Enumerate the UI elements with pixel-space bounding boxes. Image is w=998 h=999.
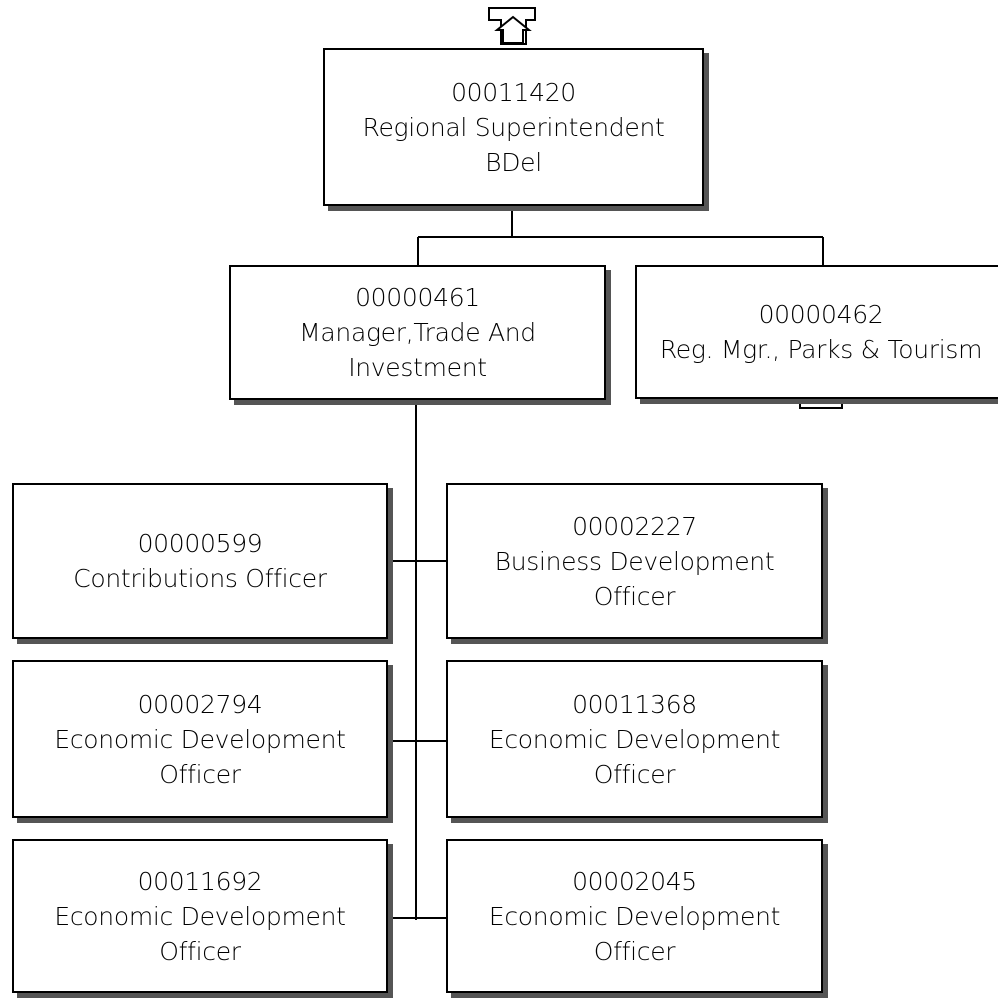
arrow-up-icon[interactable] (488, 7, 536, 45)
position-box-report-4[interactable]: 00011368 Economic Development Officer (446, 660, 823, 818)
position-extra: BDel (485, 147, 542, 177)
position-box-report-5[interactable]: 00011692 Economic Development Officer (12, 839, 388, 993)
position-title-line1: Economic Development (54, 724, 346, 754)
position-title-line2: Investment (348, 353, 487, 382)
position-title-line1: Business Development (494, 546, 775, 576)
position-box-manager-1[interactable]: 00000461 Manager,Trade And Investment (229, 265, 606, 400)
position-box-report-6[interactable]: 00002045 Economic Development Officer (446, 839, 823, 993)
position-box-report-1[interactable]: 00000599 Contributions Officer (12, 483, 388, 639)
position-id: 00002045 (572, 866, 697, 896)
position-title-line2: Officer (159, 759, 241, 789)
position-title-line1: Contributions Officer (73, 564, 327, 593)
position-title: Reg. Mgr., Parks & Tourism (659, 335, 983, 364)
position-box-report-2[interactable]: 00002227 Business Development Officer (446, 483, 823, 639)
position-id: 00002227 (572, 511, 697, 541)
position-id: 00011692 (137, 866, 263, 896)
position-id: 00000462 (758, 300, 884, 329)
position-id: 00011368 (572, 689, 697, 719)
position-title-line2: Officer (593, 581, 676, 611)
position-id: 00000461 (355, 283, 480, 312)
position-box-root[interactable]: 00011420 Regional Superintendent BDel (323, 48, 704, 206)
position-title-line1: Economic Development (488, 724, 781, 754)
position-id: 00011420 (451, 77, 576, 107)
position-box-manager-2[interactable]: 00000462 Reg. Mgr., Parks & Tourism (635, 265, 998, 399)
position-title-line1: Economic Development (54, 901, 346, 931)
position-title-line1: Manager,Trade And (299, 318, 536, 347)
position-box-report-3[interactable]: 00002794 Economic Development Officer (12, 660, 388, 818)
position-title-line2: Officer (593, 936, 676, 966)
position-id: 00002794 (137, 689, 263, 719)
position-id: 00000599 (137, 529, 263, 558)
position-title-line2: Officer (159, 936, 241, 966)
position-title: Regional Superintendent (362, 112, 665, 142)
position-title-line2: Officer (593, 759, 676, 789)
position-title-line1: Economic Development (488, 901, 781, 931)
